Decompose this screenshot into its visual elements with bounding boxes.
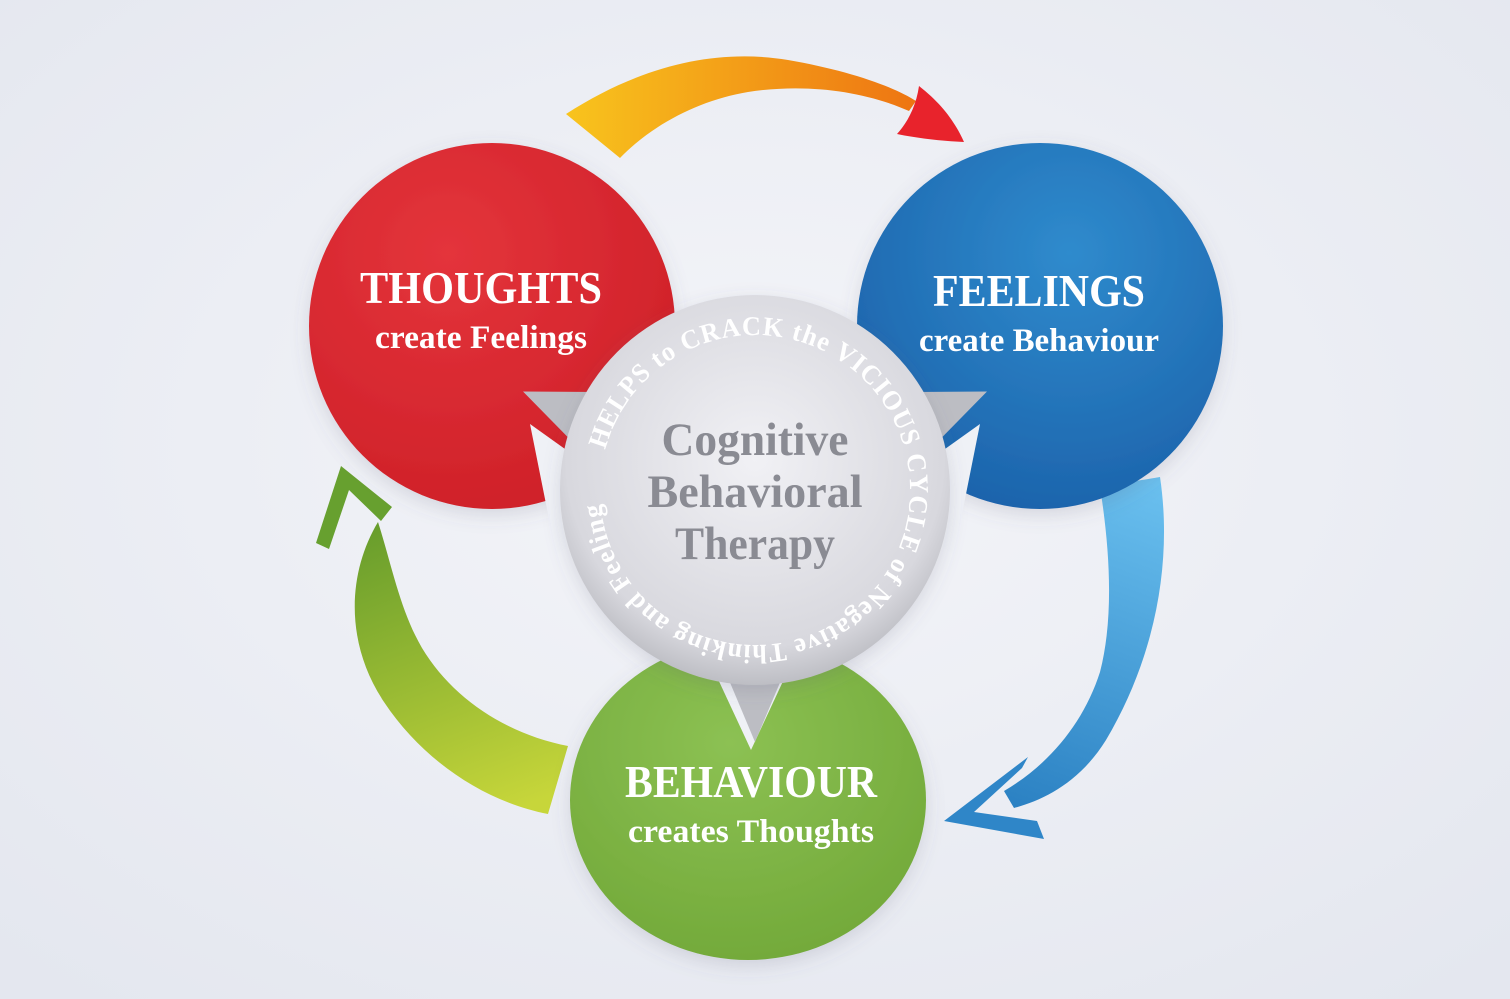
thoughts-title: THOUGHTS (360, 262, 602, 313)
arrow-thoughts-to-feelings (566, 56, 964, 159)
arrow-right-body (1004, 477, 1165, 808)
arrow-left-arrowhead-icon (316, 466, 392, 549)
arrow-right-arrowhead-icon (944, 757, 1044, 839)
thoughts-subtitle: create Feelings (375, 320, 587, 356)
behaviour-title: BEHAVIOUR (625, 756, 878, 807)
behaviour-circle (570, 640, 926, 960)
arrow-top-arrowhead-icon (897, 86, 964, 142)
center-badge: HELPS to CRACK the VICIOUS CYCLE of Nega… (523, 295, 987, 742)
center-title-line3: Therapy (675, 518, 835, 570)
arrow-top-body (566, 56, 916, 159)
arrow-feelings-to-behaviour (944, 477, 1165, 839)
arrow-left-body (354, 522, 568, 814)
behaviour-subtitle: creates Thoughts (628, 814, 874, 850)
center-circle (560, 295, 950, 685)
center-title-line1: Cognitive (662, 414, 849, 466)
center-title-line2: Behavioral (648, 466, 863, 518)
arrow-behaviour-to-thoughts (316, 466, 568, 814)
feelings-subtitle: create Behaviour (919, 323, 1159, 359)
center-title: Cognitive Behavioral Therapy (648, 414, 863, 570)
center-tail-bottom (726, 673, 784, 742)
feelings-title: FEELINGS (933, 265, 1145, 316)
